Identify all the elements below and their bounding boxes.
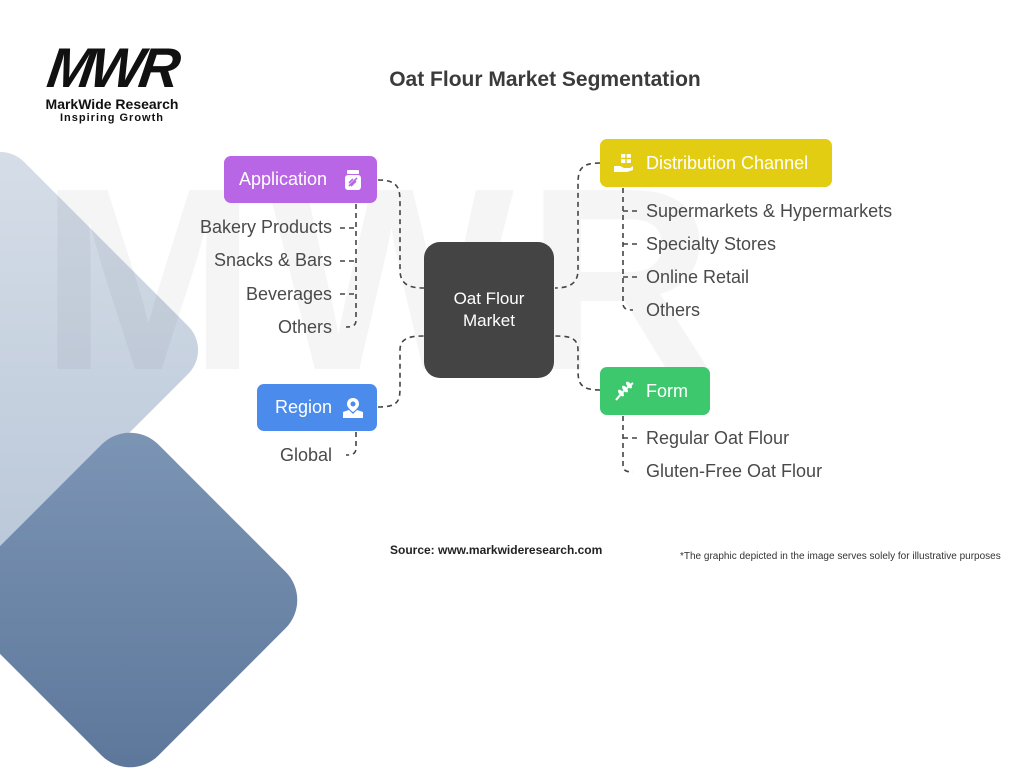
distribution-item-1: Supermarkets & Hypermarkets — [646, 201, 893, 221]
hand-box-icon — [612, 151, 636, 175]
application-item-3: Beverages — [245, 284, 332, 304]
application-item-4: Others — [277, 317, 332, 337]
category-distribution-label: Distribution Channel — [646, 152, 809, 173]
wheat-icon — [612, 379, 636, 403]
center-label-line2: Market — [463, 311, 515, 330]
category-application-label: Application — [239, 169, 328, 189]
region-item-1: Global — [279, 445, 332, 465]
logo: MWR MarkWide Research Inspiring Growth — [32, 36, 192, 124]
distribution-item-2: Specialty Stores — [646, 234, 777, 254]
distribution-item-3: Online Retail — [646, 267, 750, 287]
form-item-2: Gluten-Free Oat Flour — [646, 461, 823, 481]
disclaimer-text: *The graphic depicted in the image serve… — [680, 551, 1001, 562]
application-item-1: Bakery Products — [199, 217, 332, 237]
source-text: Source: www.markwideresearch.com — [390, 543, 603, 557]
logo-name: MarkWide Research — [45, 96, 179, 112]
center-label-line1: Oat Flour — [453, 289, 525, 308]
distribution-item-4: Others — [646, 300, 701, 320]
category-region: Region — [257, 384, 377, 431]
application-item-2: Snacks & Bars — [213, 250, 332, 270]
map-pin-icon — [341, 396, 365, 420]
center-node: Oat Flour Market — [424, 242, 554, 378]
category-region-label: Region — [275, 397, 333, 417]
category-form: Form — [600, 367, 710, 415]
logo-tagline: Inspiring Growth — [60, 112, 164, 124]
category-distribution: Distribution Channel — [600, 139, 832, 187]
form-item-1: Regular Oat Flour — [646, 428, 790, 448]
connector-lines — [340, 162, 638, 473]
page-title: Oat Flour Market Segmentation — [389, 68, 701, 91]
category-application: Application — [224, 156, 377, 203]
category-form-label: Form — [646, 380, 688, 401]
jar-icon — [341, 168, 365, 192]
